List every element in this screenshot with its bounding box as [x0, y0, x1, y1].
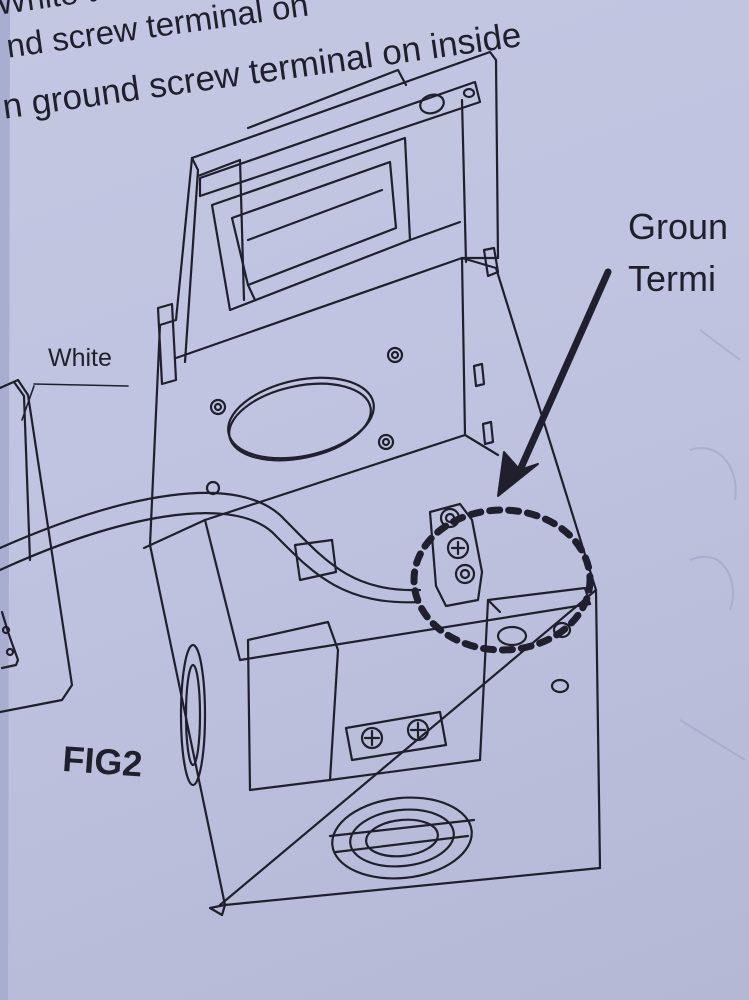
ground-terminal-block: [428, 502, 484, 608]
figure-label: FIG2: [61, 738, 144, 785]
back-panel: [174, 256, 598, 592]
ground-terminal-label-line2: Termi: [628, 258, 716, 299]
ground-terminal-label-line1: Groun: [628, 206, 729, 247]
white-wire-cable: [0, 491, 422, 604]
bleed-through: [679, 329, 746, 761]
white-leader-line: [33, 383, 129, 387]
callout-arrow: [497, 268, 612, 497]
callout-circle: [410, 506, 594, 654]
raised-lid: [148, 50, 500, 547]
page-edge: [0, 0, 10, 1000]
white-wire-label: White: [48, 344, 112, 372]
side-plate: [0, 378, 74, 714]
front-panel: [142, 518, 602, 917]
